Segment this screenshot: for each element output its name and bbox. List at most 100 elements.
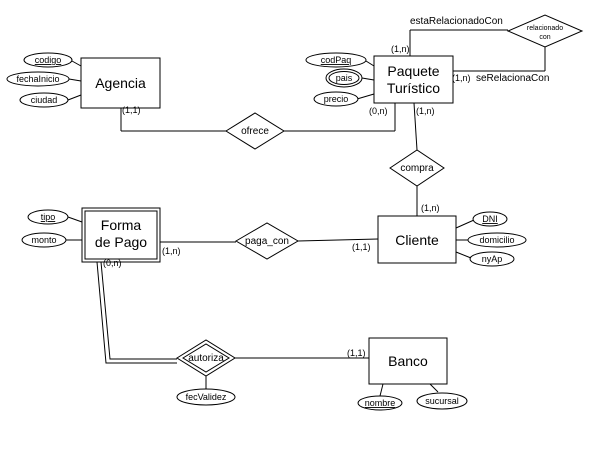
entity-forma-de-pago[interactable]: Forma de Pago	[81, 207, 161, 263]
attribute-ciudad-label: ciudad	[31, 95, 58, 105]
attribute-tipo-oval	[27, 209, 69, 225]
entity-paquete-label-2: Turístico	[387, 80, 440, 96]
cardinality-paquete-ofrece: (0,n)	[369, 106, 388, 116]
relationship-relacionado-con[interactable]: relacionado con	[506, 14, 584, 48]
cardinality-agencia-ofrece: (1,1)	[122, 105, 141, 115]
line-paquete-precio	[356, 93, 375, 100]
attribute-precio-oval	[313, 91, 359, 107]
relationship-compra[interactable]: compra	[389, 149, 445, 187]
attribute-codigo-label: codigo	[35, 55, 62, 65]
line-paquete-compra	[413, 102, 418, 151]
line-agencia-ciudad	[67, 94, 82, 101]
relationship-paga-con-diamond	[235, 222, 299, 260]
attribute-pais-label: pais	[336, 73, 353, 83]
role-se-relaciona-con: seRelacionaCon	[476, 73, 549, 84]
entity-cliente[interactable]: Cliente	[377, 215, 457, 264]
attribute-codigo[interactable]: codigo	[23, 52, 73, 68]
entity-cliente-box	[377, 215, 457, 264]
entity-paquete-label-1: Paquete	[387, 63, 439, 79]
relationship-paga-con[interactable]: paga_con	[235, 222, 299, 260]
attribute-fecvalidez-oval	[176, 388, 236, 406]
attribute-nyap[interactable]: nyAp	[469, 251, 515, 267]
entity-agencia-label: Agencia	[95, 75, 146, 91]
entity-banco-box	[368, 337, 448, 385]
attribute-sucursal-label: sucursal	[425, 396, 459, 406]
attribute-tipo-label: tipo	[41, 212, 56, 222]
attribute-pais-oval-inner	[328, 71, 360, 85]
entity-paquete-box	[373, 55, 454, 104]
entity-cliente-label: Cliente	[395, 232, 439, 248]
attribute-monto-label: monto	[31, 235, 56, 245]
attribute-codpaq-label: codPaq	[321, 55, 352, 65]
attribute-dni[interactable]: DNI	[472, 211, 508, 227]
line-forma-autoriza-inner	[100, 261, 177, 360]
entity-agencia[interactable]: Agencia	[80, 57, 161, 109]
attribute-monto[interactable]: monto	[21, 232, 67, 248]
attribute-codigo-oval	[23, 52, 73, 68]
relationship-ofrece-diamond	[225, 112, 285, 150]
relationship-ofrece[interactable]: ofrece	[225, 112, 285, 150]
attribute-nyap-oval	[469, 251, 515, 267]
relationship-paga-con-label: paga_con	[245, 236, 289, 247]
attribute-codpaq-oval	[305, 52, 367, 68]
attribute-ciudad[interactable]: ciudad	[19, 92, 69, 108]
entity-paquete-turistico[interactable]: Paquete Turístico	[373, 55, 454, 104]
line-pagacon-cliente	[297, 238, 379, 242]
attribute-dni-label: DNI	[482, 214, 498, 224]
line-forma-tipo	[67, 216, 83, 223]
entity-forma-label-1: Forma	[101, 217, 142, 233]
relationship-autoriza[interactable]: autoriza	[176, 339, 236, 377]
entity-forma-inner-box	[84, 210, 158, 260]
attribute-nombre-label: nombre	[365, 398, 396, 408]
attribute-precio[interactable]: precio	[313, 91, 359, 107]
relationship-autoriza-label: autoriza	[188, 353, 224, 364]
relationship-relacionado-label-1: relacionado	[527, 25, 563, 32]
relationship-ofrece-label: ofrece	[241, 126, 269, 137]
line-agencia-codigo	[71, 60, 82, 67]
cardinality-cliente-paga: (1,1)	[352, 242, 371, 252]
cardinality-banco-autoriza: (1,1)	[347, 348, 366, 358]
entity-forma-label-2: de Pago	[95, 234, 147, 250]
attribute-nyap-label: nyAp	[482, 254, 503, 264]
attribute-pais[interactable]: pais	[325, 68, 363, 88]
attribute-fechainicio-oval	[6, 71, 70, 87]
relationship-compra-label: compra	[400, 163, 434, 174]
line-paquete-codpaq	[365, 60, 375, 67]
cardinality-paquete-compra: (1,n)	[416, 106, 435, 116]
cardinality-cliente-compra: (1,n)	[421, 203, 440, 213]
attribute-domicilio-oval	[467, 232, 527, 248]
entity-agencia-box	[80, 57, 161, 109]
attribute-fecvalidez[interactable]: fecValidez	[176, 388, 236, 406]
line-forma-autoriza-outer	[96, 261, 177, 364]
attribute-domicilio-label: domicilio	[479, 235, 514, 245]
entity-banco[interactable]: Banco	[368, 337, 448, 385]
attribute-fechainicio[interactable]: fechaInicio	[6, 71, 70, 87]
relationship-autoriza-inner	[182, 343, 230, 373]
cardinality-forma-paga: (1,n)	[162, 246, 181, 256]
attribute-ciudad-oval	[19, 92, 69, 108]
cardinality-paquete-esta-rel: (1,n)	[391, 44, 410, 54]
entity-banco-label: Banco	[388, 353, 428, 369]
attribute-sucursal[interactable]: sucursal	[416, 392, 468, 410]
cardinality-paquete-se-rel: (1,n)	[452, 73, 471, 83]
line-banco-nombre	[379, 383, 384, 397]
attribute-precio-label: precio	[324, 94, 349, 104]
relationship-relacionado-diamond	[506, 14, 584, 48]
attribute-nombre-oval	[357, 395, 403, 411]
attribute-sucursal-oval	[416, 392, 468, 410]
relationship-relacionado-label-2: con	[539, 34, 550, 41]
line-cliente-dni	[455, 219, 475, 229]
connector-lines	[66, 29, 546, 397]
line-banco-sucursal	[429, 383, 439, 393]
line-cliente-nyap	[455, 251, 472, 259]
attribute-fecvalidez-label: fecValidez	[186, 392, 227, 402]
relationship-compra-diamond	[389, 149, 445, 187]
attribute-codpaq[interactable]: codPaq	[305, 52, 367, 68]
attribute-domicilio[interactable]: domicilio	[467, 232, 527, 248]
attribute-nombre[interactable]: nombre	[357, 395, 403, 411]
line-agencia-fechainicio	[68, 78, 82, 82]
attribute-tipo[interactable]: tipo	[27, 209, 69, 225]
role-esta-relacionado-con: estaRelacionadoCon	[410, 16, 503, 27]
cardinality-forma-autoriza: (0,n)	[103, 258, 122, 268]
